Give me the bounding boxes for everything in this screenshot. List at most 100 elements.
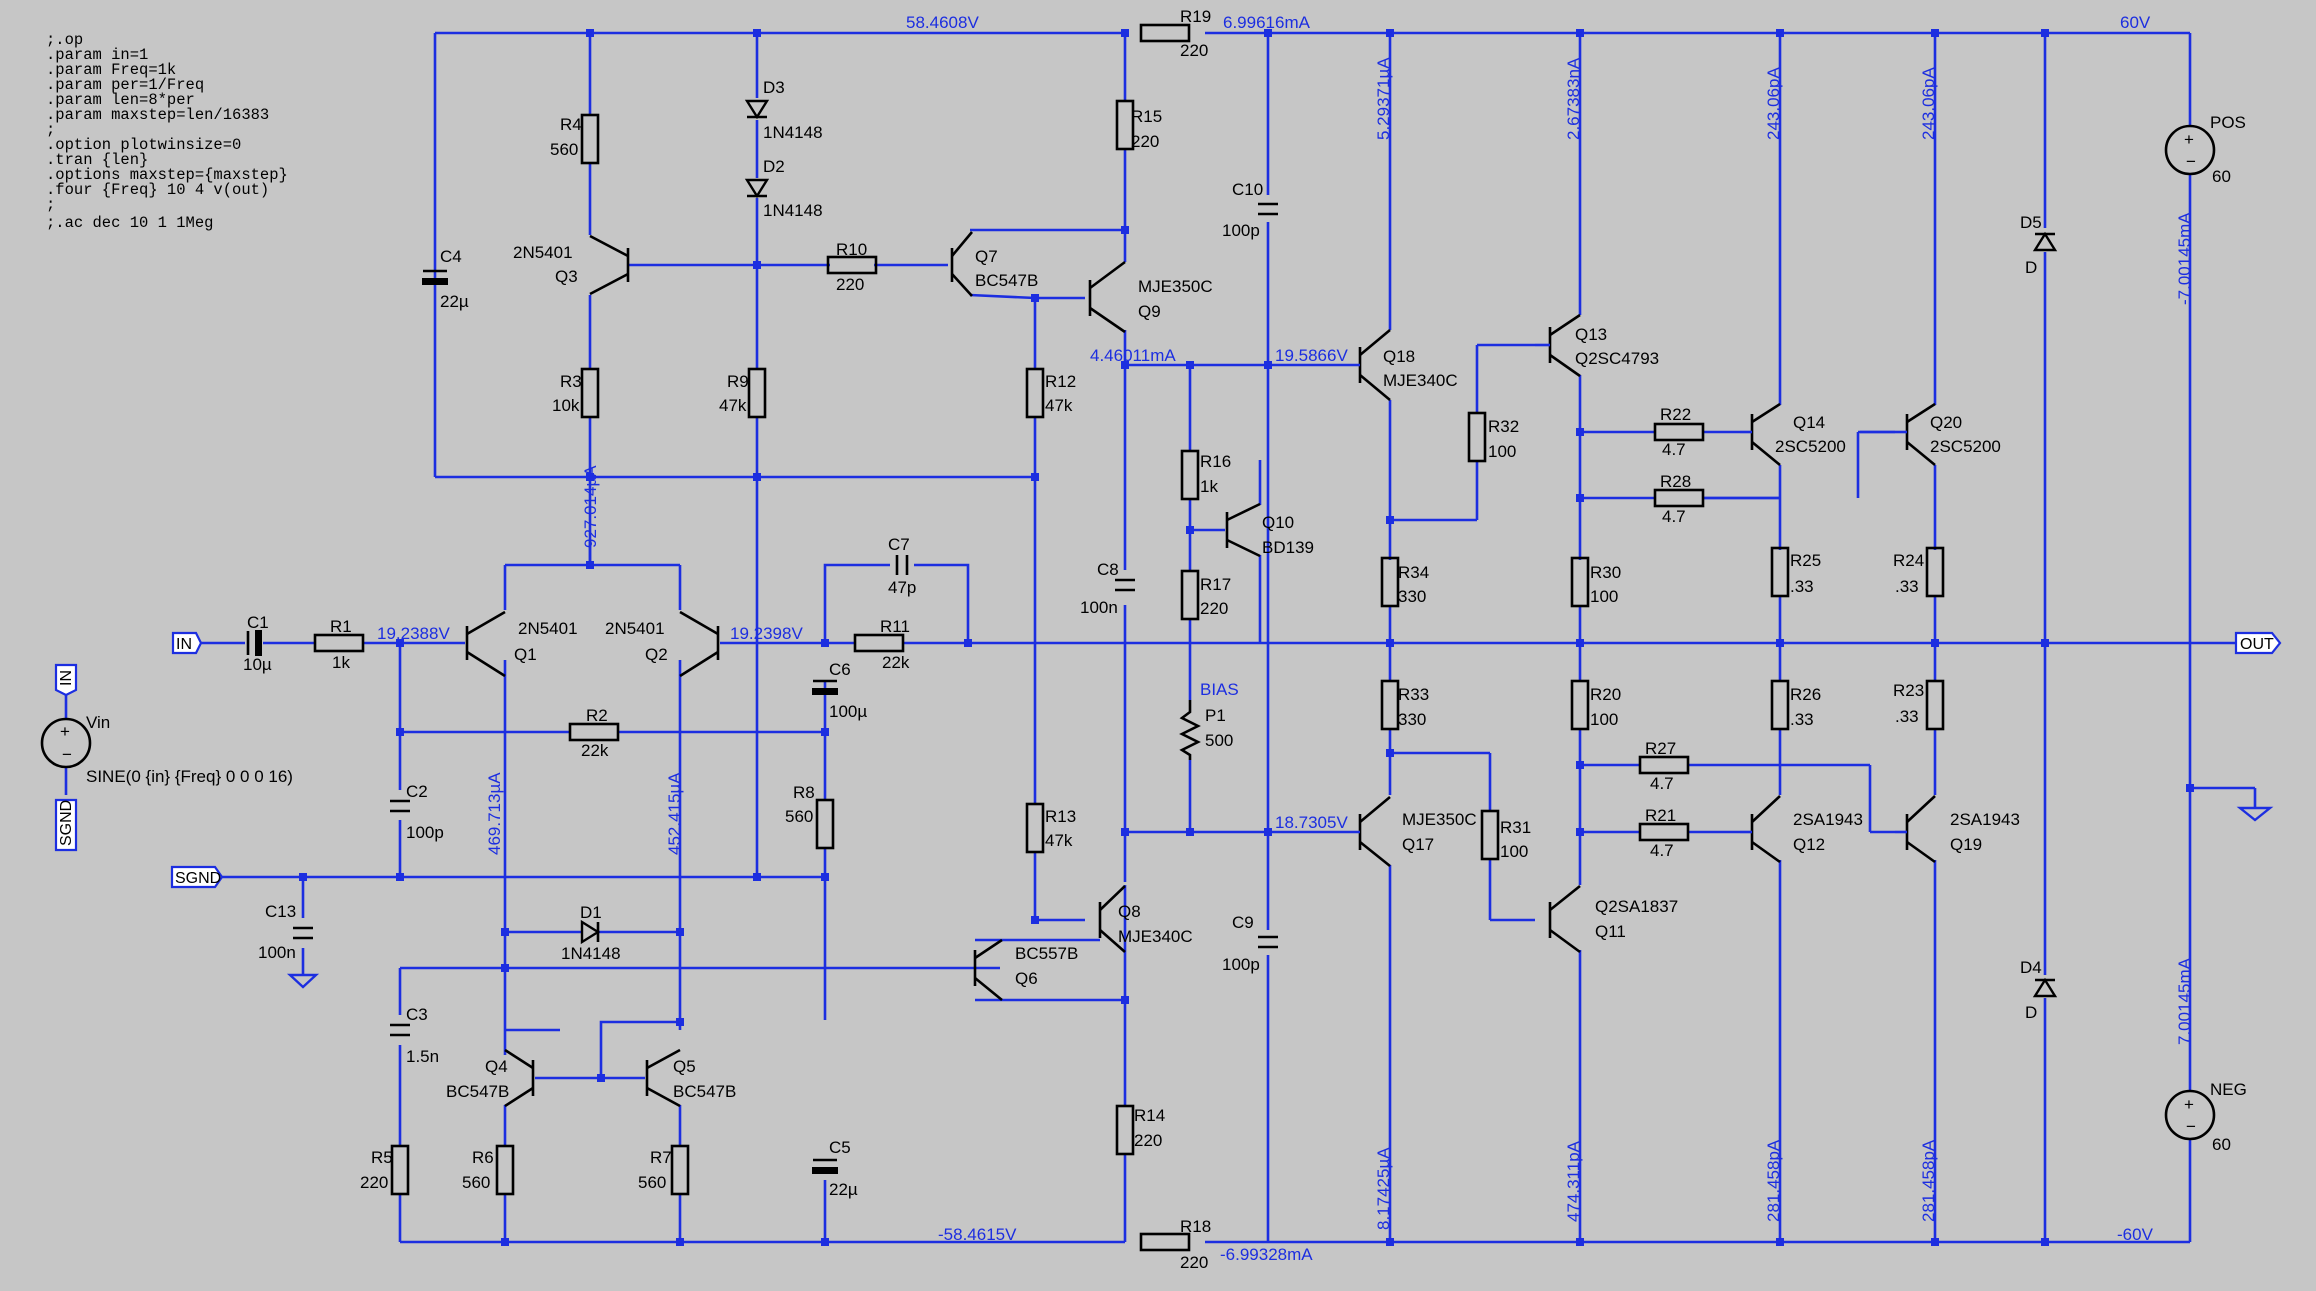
d3-name: D3 — [763, 78, 785, 97]
r33-name: R33 — [1398, 685, 1429, 704]
r1-name: R1 — [330, 617, 352, 636]
net-sgnd-label: SGND — [175, 870, 221, 887]
svg-text:+: + — [2184, 1095, 2194, 1114]
q8-name: Q8 — [1118, 902, 1141, 921]
c3-name: C3 — [406, 1005, 428, 1024]
c8-name: C8 — [1097, 560, 1119, 579]
directive-line: .four {Freq} 10 4 v(out) — [46, 181, 269, 199]
r26-name: R26 — [1790, 685, 1821, 704]
q19-name: Q19 — [1950, 835, 1982, 854]
r27-value: 4.7 — [1650, 774, 1674, 793]
r11-name: R11 — [880, 617, 910, 636]
r17-value: 220 — [1200, 599, 1228, 618]
r5-name: R5 — [371, 1148, 393, 1167]
c9-value: 100p — [1222, 955, 1260, 974]
svg-text:+: + — [60, 722, 70, 741]
i-q18: 5.29371µA — [1374, 57, 1393, 140]
vin-name: Vin — [86, 713, 110, 732]
q9-value: MJE350C — [1138, 277, 1213, 296]
diodes — [580, 99, 2058, 998]
q13-name: Q13 — [1575, 325, 1607, 344]
d5-name: D5 — [2020, 213, 2042, 232]
c5-name: C5 — [829, 1138, 851, 1157]
c2-name: C2 — [406, 782, 428, 801]
r7-value: 560 — [638, 1173, 666, 1192]
directive-line: .options maxstep={maxstep} — [46, 166, 288, 184]
r2-name: R2 — [586, 706, 608, 725]
r17-name: R17 — [1200, 575, 1231, 594]
wires — [64, 31, 2257, 1244]
pos-name: POS — [2210, 113, 2246, 132]
directive-line: ;.ac dec 10 1 1Meg — [46, 214, 213, 232]
directive-line: .option plotwinsize=0 — [46, 136, 241, 154]
q14-value: 2SC5200 — [1775, 437, 1846, 456]
component-labels: R4 560 2N5401 Q3 R3 10k C4 22µ D3 1N4148… — [86, 7, 2247, 1272]
c2-value: 100p — [406, 823, 444, 842]
r2-value: 22k — [581, 741, 609, 760]
r31-value: 100 — [1500, 842, 1528, 861]
i-q17: 8.17425µA — [1374, 1147, 1393, 1230]
r32-name: R32 — [1488, 417, 1519, 436]
q3-name: Q3 — [555, 267, 578, 286]
q17-value: MJE350C — [1402, 810, 1477, 829]
c3-value: 1.5n — [406, 1047, 439, 1066]
svg-text:−: − — [62, 745, 72, 764]
c13-value: 100n — [258, 943, 296, 962]
i-q13: 2.67383nA — [1564, 57, 1583, 140]
r23-name: R23 — [1893, 681, 1924, 700]
q20-name: Q20 — [1930, 413, 1962, 432]
r13-value: 47k — [1045, 831, 1073, 850]
directive-line: .param maxstep=len/16383 — [46, 106, 269, 124]
i-q3: 927.014µA — [581, 465, 600, 548]
r33-value: 330 — [1398, 710, 1426, 729]
directive-line: ; — [46, 196, 55, 214]
r16-name: R16 — [1200, 452, 1231, 471]
directive-line: .param in=1 — [46, 46, 148, 64]
directive-line: .param per=1/Freq — [46, 76, 204, 94]
c6-name: C6 — [829, 660, 851, 679]
v-q2-base: 19.2398V — [730, 624, 803, 643]
r23-value: .33 — [1895, 707, 1919, 726]
i-q12: 281.458pA — [1764, 1139, 1783, 1222]
q5-value: BC547B — [673, 1082, 736, 1101]
r10-name: R10 — [836, 240, 867, 259]
q2-value: 2N5401 — [605, 619, 665, 638]
q7-name: Q7 — [975, 247, 998, 266]
r14-name: R14 — [1134, 1106, 1165, 1125]
directive-line: .param Freq=1k — [46, 61, 176, 79]
q11-value: Q2SA1837 — [1595, 897, 1678, 916]
q17-name: Q17 — [1402, 835, 1434, 854]
i-q19: 281.458pA — [1919, 1139, 1938, 1222]
r18-name: R18 — [1180, 1217, 1211, 1236]
d2-name: D2 — [763, 157, 785, 176]
r14-value: 220 — [1134, 1131, 1162, 1150]
q1-name: Q1 — [514, 645, 537, 664]
q10-value: BD139 — [1262, 538, 1314, 557]
q18-name: Q18 — [1383, 347, 1415, 366]
v-top-rail: 58.4608V — [906, 13, 979, 32]
i-q2: 452.415µA — [665, 772, 684, 855]
junctions — [299, 29, 2194, 1246]
r3-name: R3 — [560, 372, 582, 391]
q4-value: BC547B — [446, 1082, 509, 1101]
svg-text:−: − — [2186, 1117, 2196, 1136]
r34-name: R34 — [1398, 563, 1429, 582]
r21-name: R21 — [1645, 806, 1676, 825]
directive-line: .tran {len} — [46, 151, 148, 169]
vin-in-flag: IN — [58, 670, 75, 686]
r9-name: R9 — [727, 372, 749, 391]
c1-name: C1 — [247, 613, 269, 632]
q14-name: Q14 — [1793, 413, 1825, 432]
c7-value: 47p — [888, 578, 916, 597]
r15-value: 220 — [1131, 132, 1159, 151]
r22-name: R22 — [1660, 405, 1691, 424]
i-q9: 4.46011mA — [1090, 346, 1176, 365]
r5-value: 220 — [360, 1173, 388, 1192]
r30-value: 100 — [1590, 587, 1618, 606]
v-bottom-rail: -58.4615V — [938, 1225, 1017, 1244]
c6-value: 100µ — [829, 702, 867, 721]
operating-point-annotations: 58.4608V 6.99616mA 60V -58.4615V -6.9932… — [377, 13, 2194, 1264]
r12-value: 47k — [1045, 396, 1073, 415]
v-q17-base: 18.7305V — [1275, 813, 1348, 832]
i-pos-supply: -7.00145mA — [2175, 212, 2194, 305]
